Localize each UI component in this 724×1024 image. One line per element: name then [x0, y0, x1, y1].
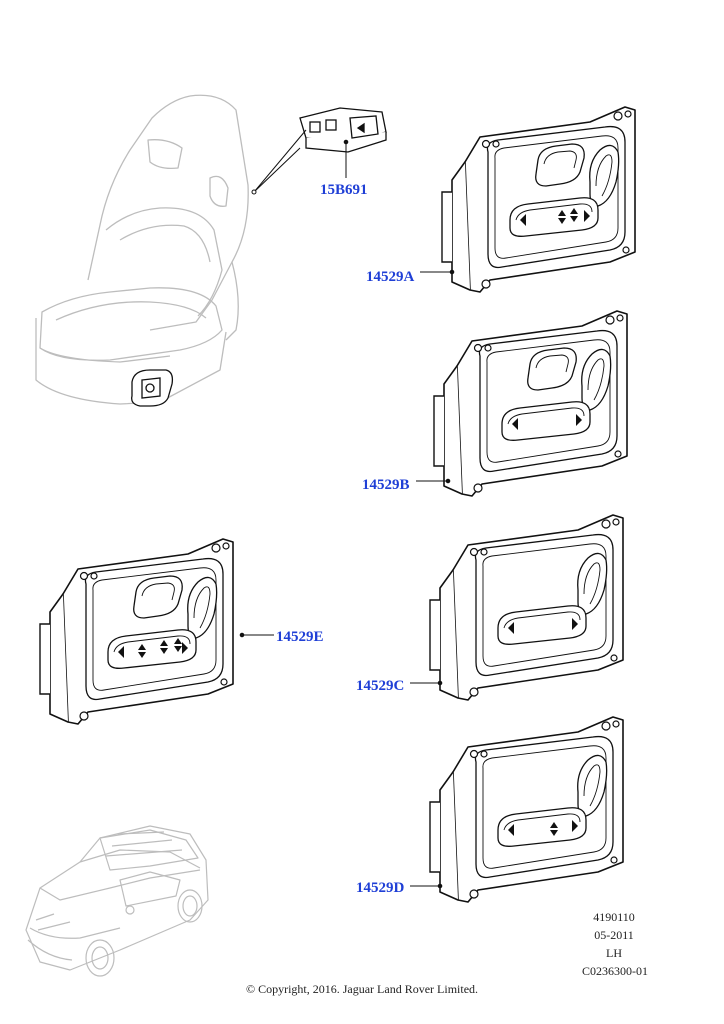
copyright-notice: © Copyright, 2016. Jaguar Land Rover Lim…: [245, 982, 479, 996]
leader-lines-seat: [251, 129, 349, 195]
diagram-code: C0236300-01: [582, 964, 648, 978]
diagram-number: 4190110: [593, 910, 635, 924]
label-14529a[interactable]: 14529A: [366, 269, 415, 285]
seat-side-switch: [131, 369, 174, 407]
label-14529d[interactable]: 14529D: [356, 880, 405, 896]
leader-lines-panels: [239, 269, 455, 889]
panel-14529d: [429, 716, 624, 903]
panel-14529b: [433, 310, 628, 497]
label-14529e[interactable]: 14529E: [276, 629, 324, 645]
label-15b691[interactable]: 15B691: [320, 182, 368, 198]
switch-15b691-illustration: [299, 107, 387, 153]
panel-14529a: [441, 106, 636, 293]
panel-14529e: [39, 538, 234, 725]
diagram-side: LH: [606, 946, 622, 960]
seat-illustration: [35, 94, 249, 405]
vehicle-illustration: [25, 825, 209, 977]
label-14529b[interactable]: 14529B: [362, 477, 410, 493]
label-14529c[interactable]: 14529C: [356, 678, 404, 694]
diagram-date: 05-2011: [594, 928, 634, 942]
panel-14529c: [429, 514, 624, 701]
